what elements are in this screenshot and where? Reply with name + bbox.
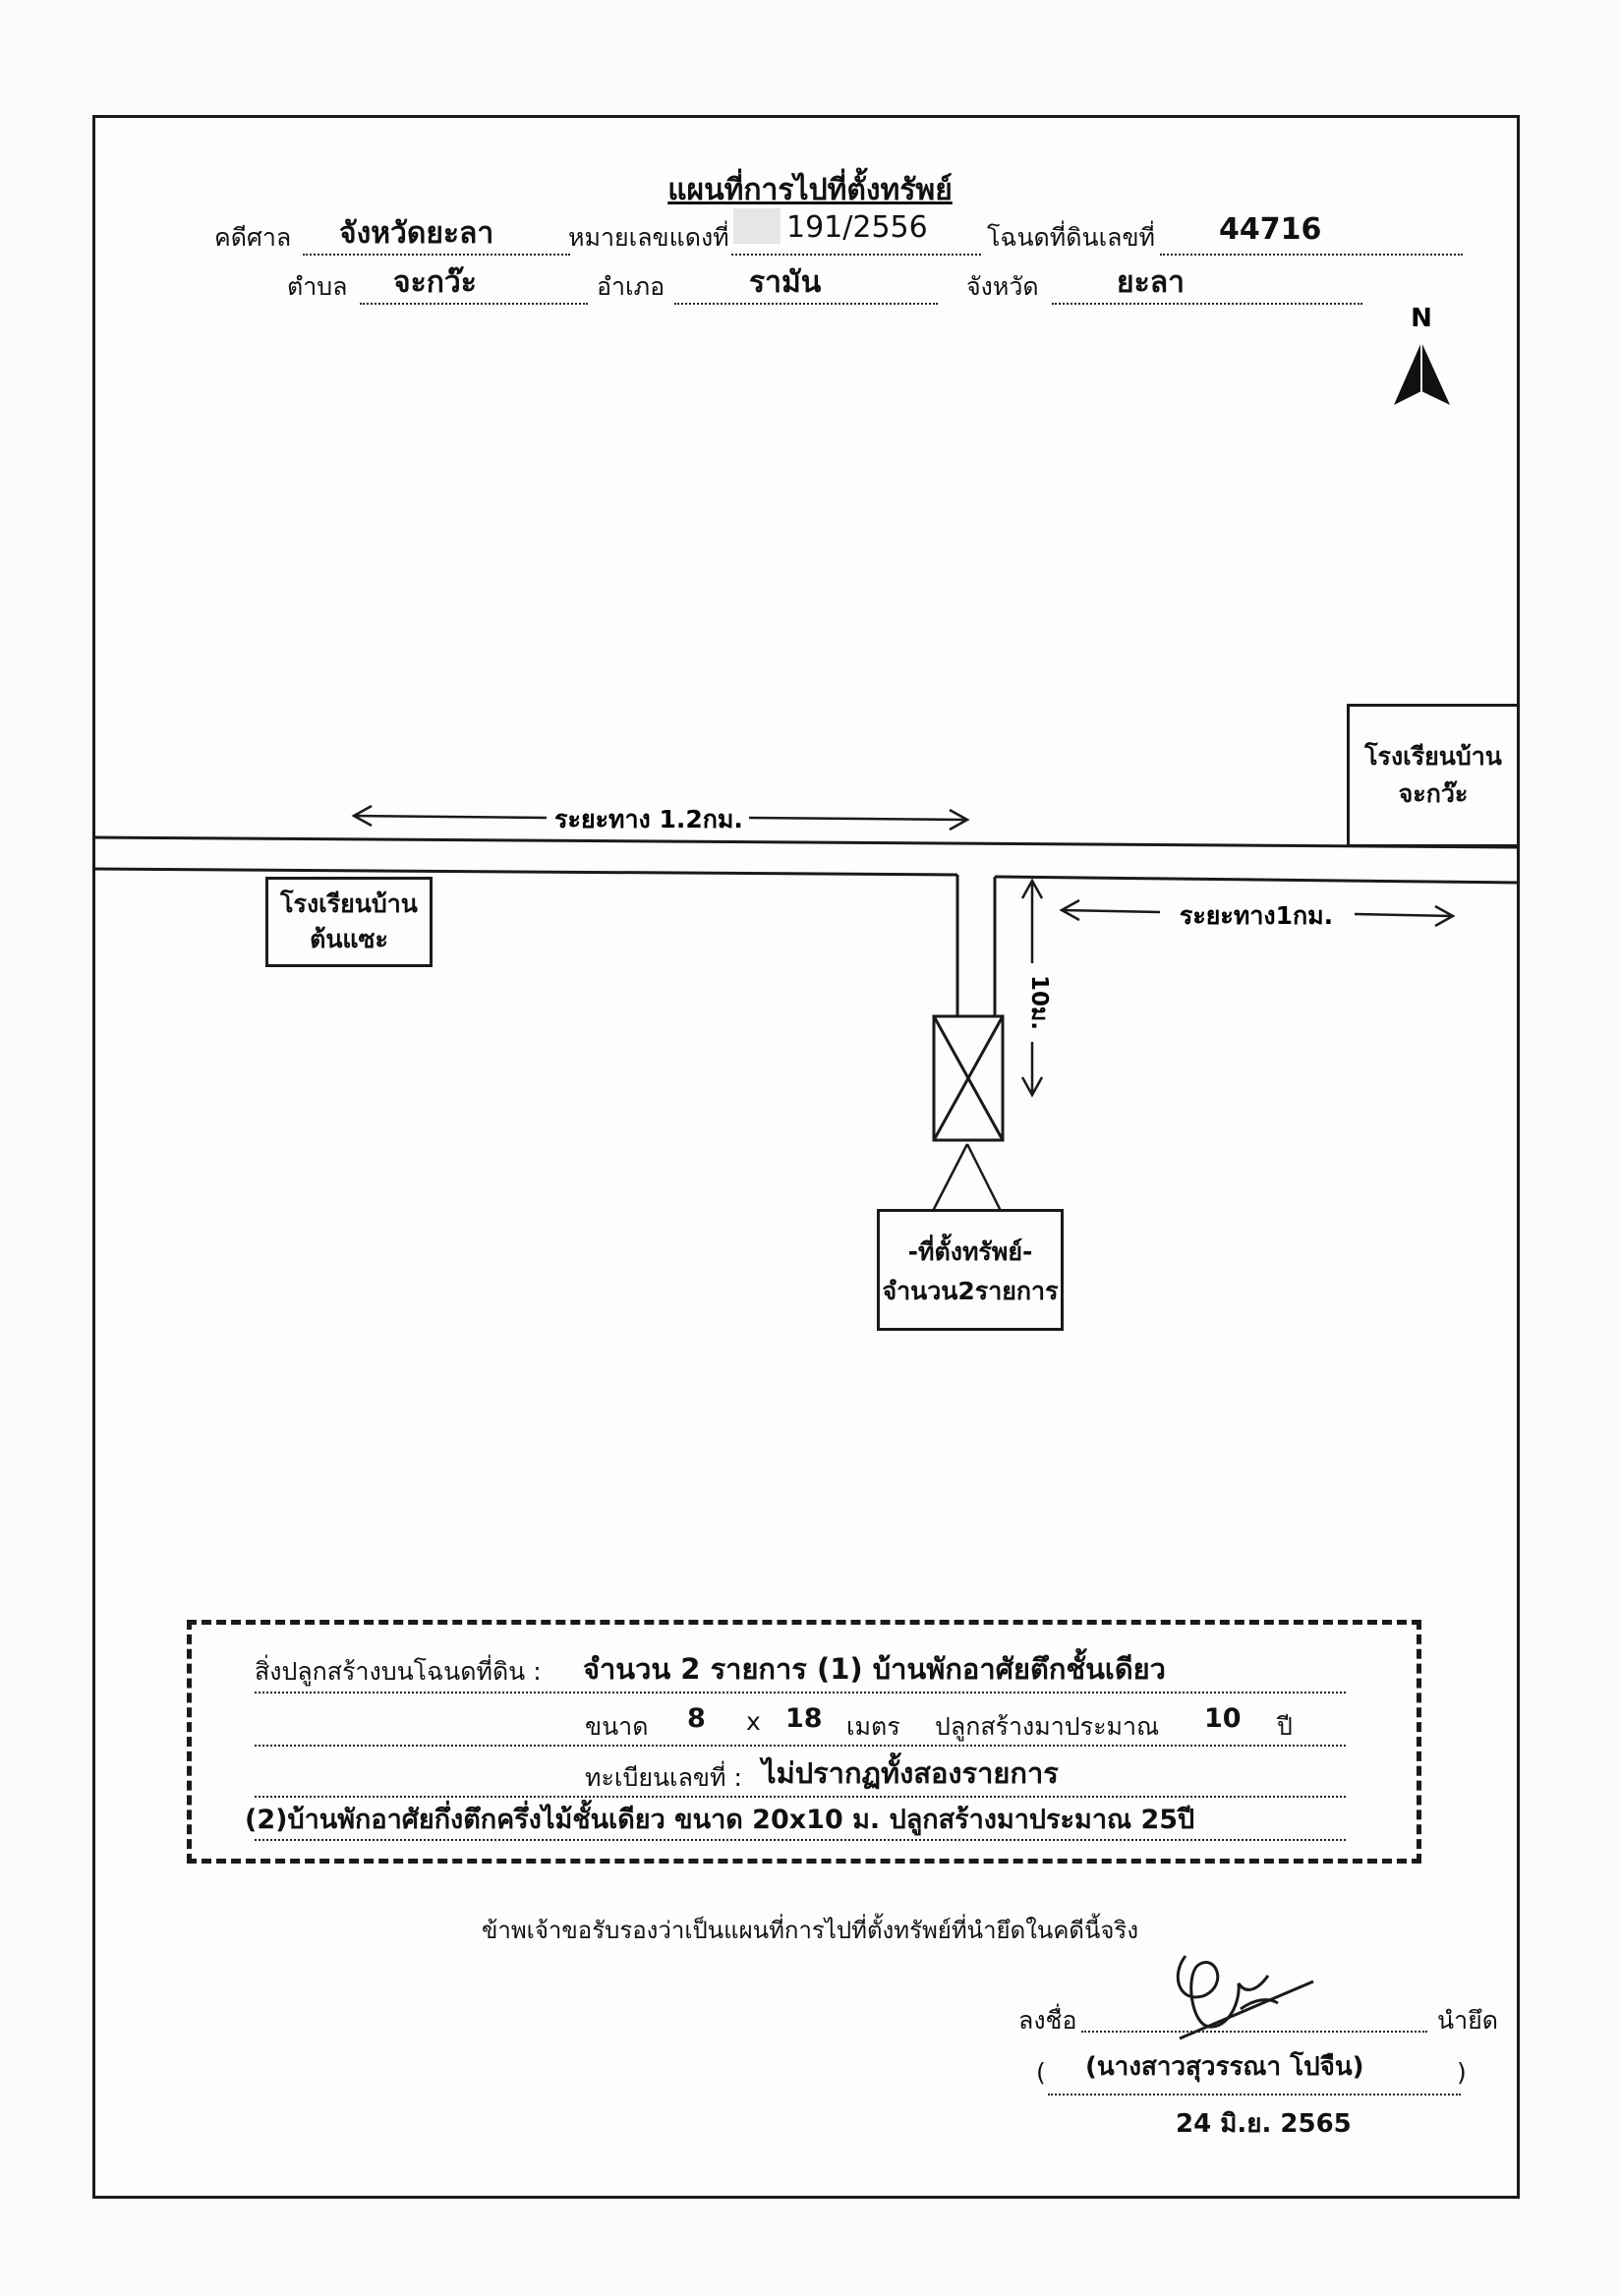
deed-value: 44716 <box>1219 212 1322 247</box>
school-tonsae-line2: ต้นแซะ <box>310 925 388 953</box>
signer-name: (นางสาวสุวรรณา โปจืน) <box>1085 2052 1364 2082</box>
property-plot <box>932 1014 1005 1142</box>
built-year-unit: ปี <box>1277 1712 1293 1741</box>
subdistrict-label: ตำบล <box>287 272 348 301</box>
red-number-label: หมายเลขแดงที่ <box>568 223 729 252</box>
name-open-paren: ( <box>1036 2058 1046 2087</box>
built-years: 10 <box>1204 1703 1242 1734</box>
red-number-underline <box>731 254 981 256</box>
deed-label: โฉนดที่ดินเลขที่ <box>987 223 1156 252</box>
school-tonsae-box: โรงเรียนบ้าน ต้นแซะ <box>265 877 433 967</box>
side-road <box>955 875 997 1016</box>
subdistrict-underline <box>360 303 588 305</box>
case-value: จังหวัดยะลา <box>339 216 494 251</box>
distance-arrow-right <box>1059 898 1456 928</box>
district-underline <box>674 303 938 305</box>
main-road <box>93 835 1521 885</box>
size-unit: เมตร <box>846 1712 900 1741</box>
signature-line <box>1081 2031 1427 2033</box>
document-frame <box>92 115 1520 2199</box>
case-label: คดีศาล <box>214 223 292 252</box>
distance-vertical-label: 10ม. <box>1026 975 1052 1030</box>
built-label: ปลูกสร้างมาประมาณ <box>935 1712 1160 1741</box>
notes-line-2 <box>255 1745 1346 1747</box>
notes-line-3 <box>255 1796 1346 1798</box>
name-underline <box>1048 2094 1461 2095</box>
property-location-line1: -ที่ตั้งทรัพย์- <box>907 1237 1033 1266</box>
north-label: N <box>1411 304 1432 333</box>
property-location-box: -ที่ตั้งทรัพย์- จำนวน2รายการ <box>877 1209 1064 1331</box>
subdistrict-value: จะกว๊ะ <box>393 265 477 300</box>
notes-line-1 <box>255 1692 1346 1693</box>
north-arrow-icon <box>1394 342 1450 405</box>
property-location-line2: จำนวน2รายการ <box>882 1277 1059 1305</box>
school-jakwa-box: โรงเรียนบ้าน จะกว๊ะ <box>1347 704 1520 847</box>
signer-role: นำยึด <box>1437 2006 1499 2035</box>
distance-left-label: ระยะทาง 1.2กม. <box>554 805 743 833</box>
notes-line-4 <box>255 1839 1346 1841</box>
distance-arrow-left <box>351 804 970 832</box>
signature-scribble <box>1176 1955 1314 2040</box>
signature-date: 24 มิ.ย. 2565 <box>1176 2109 1352 2139</box>
page-title: แผนที่การไปที่ตั้งทรัพย์ <box>667 173 953 207</box>
distance-right-label: ระยะทาง1กม. <box>1180 901 1333 930</box>
name-close-paren: ) <box>1457 2058 1467 2087</box>
deed-underline <box>1160 254 1463 256</box>
school-tonsae-line1: โรงเรียนบ้าน <box>280 890 418 918</box>
district-label: อำเภอ <box>597 272 665 301</box>
size-width: 8 <box>687 1703 706 1734</box>
certification-statement: ข้าพเจ้าขอรับรองว่าเป็นแผนที่การไปที่ตั้… <box>481 1917 1139 1944</box>
red-number-value: 191/2556 <box>786 210 928 245</box>
structures-value: จำนวน 2 รายการ (1) บ้านพักอาศัยตึกชั้นเด… <box>583 1652 1166 1686</box>
province-label: จังหวัด <box>966 272 1039 301</box>
province-underline <box>1052 303 1362 305</box>
school-jakwa-line1: โรงเรียนบ้าน <box>1364 742 1502 771</box>
province-value: ยะลา <box>1117 265 1185 300</box>
school-jakwa-line2: จะกว๊ะ <box>1398 779 1469 808</box>
registration-label: ทะเบียนเลขที่ : <box>585 1763 742 1792</box>
registration-value: ไม่ปรากฏทั้งสองรายการ <box>762 1756 1059 1790</box>
size-times: x <box>746 1707 761 1736</box>
sign-label: ลงชื่อ <box>1018 2006 1077 2035</box>
structures-notes-box: สิ่งปลูกสร้างบนโฉนดที่ดิน : จำนวน 2 รายก… <box>187 1620 1421 1864</box>
size-length: 18 <box>785 1703 823 1734</box>
size-label: ขนาด <box>585 1712 649 1741</box>
distance-arrow-vertical <box>1020 878 1044 1098</box>
second-structure-line: (2)บ้านพักอาศัยกึ่งตึกครึ่งไม้ชั้นเดียว … <box>245 1805 1195 1835</box>
property-pointer <box>930 1143 1005 1216</box>
redaction-mark <box>733 208 781 244</box>
structures-label: สิ่งปลูกสร้างบนโฉนดที่ดิน : <box>255 1657 542 1686</box>
case-underline <box>303 254 570 256</box>
district-value: รามัน <box>749 265 822 300</box>
